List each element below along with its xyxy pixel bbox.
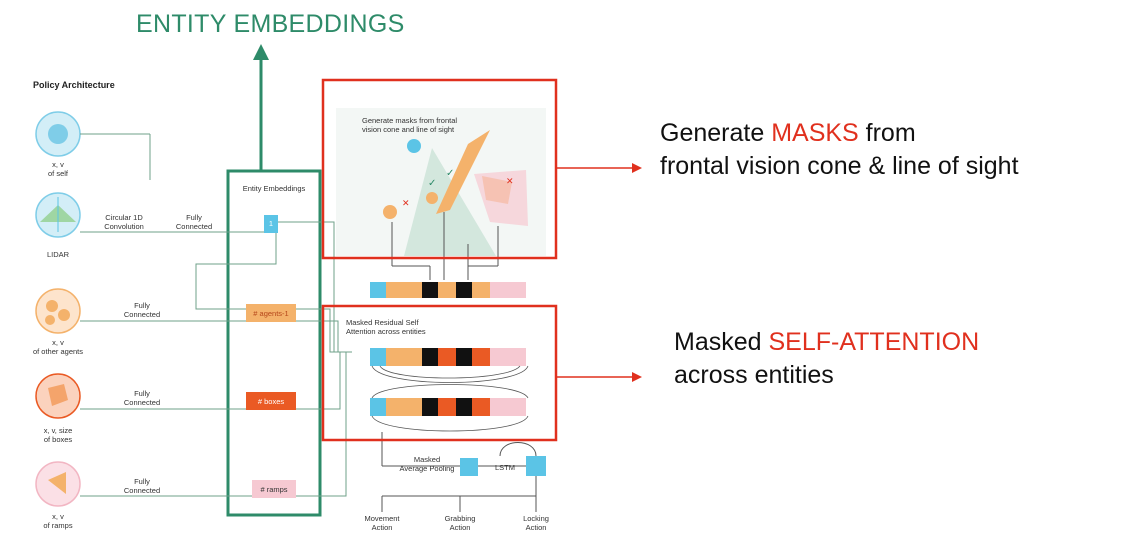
- input-ramps-icon: [35, 461, 81, 507]
- input-agents-icon: [35, 288, 81, 334]
- lstm-block: [526, 456, 546, 476]
- pooled-block: [460, 458, 478, 476]
- token-row2-self: [370, 348, 386, 366]
- attention-callout: Masked SELF-ATTENTION across entities: [674, 328, 980, 389]
- masks-callout: Generate MASKS from frontal vision cone …: [660, 119, 1019, 180]
- token-row1-self: [370, 282, 386, 298]
- agents-tag: # agents-1: [253, 309, 289, 318]
- input-boxes-icon: [35, 373, 81, 419]
- masks-highlight-box: [321, 78, 558, 260]
- policy-architecture-title: Policy Architecture: [33, 80, 115, 90]
- entity-embeddings-box: [226, 169, 322, 517]
- up-arrow-head: [253, 44, 269, 60]
- mask-ramp-shape: [436, 130, 490, 214]
- svg-text:✕: ✕: [402, 198, 410, 208]
- ramps-tag: # ramps: [260, 485, 288, 494]
- ramps-embedding-block: [252, 480, 296, 498]
- attention-accent: SELF-ATTENTION: [768, 328, 980, 356]
- token-row3-self: [370, 398, 386, 416]
- input-lidar-label: LIDAR: [46, 250, 70, 259]
- self-embedding-block: [264, 215, 278, 233]
- self-tag: 1: [268, 219, 274, 228]
- boxes-tag: # boxes: [257, 397, 285, 406]
- svg-text:✓: ✓: [428, 178, 436, 189]
- input-lidar-icon: [35, 192, 81, 238]
- boxes-embedding-block: [246, 392, 296, 410]
- svg-text:✕: ✕: [506, 176, 514, 186]
- agents-embedding-block: [246, 304, 296, 322]
- lstm-label: LSTM: [494, 463, 515, 472]
- mask-agent-other: [383, 205, 397, 219]
- attention-highlight-box: [321, 304, 558, 442]
- masks-accent: MASKS: [771, 119, 859, 147]
- entity-embeddings-title: ENTITY EMBEDDINGS: [136, 10, 405, 38]
- svg-text:✓: ✓: [446, 168, 454, 179]
- entity-box-title: Entity Embeddings: [242, 184, 306, 193]
- input-self-icon: [35, 111, 81, 157]
- mask-agent-self: [407, 139, 421, 153]
